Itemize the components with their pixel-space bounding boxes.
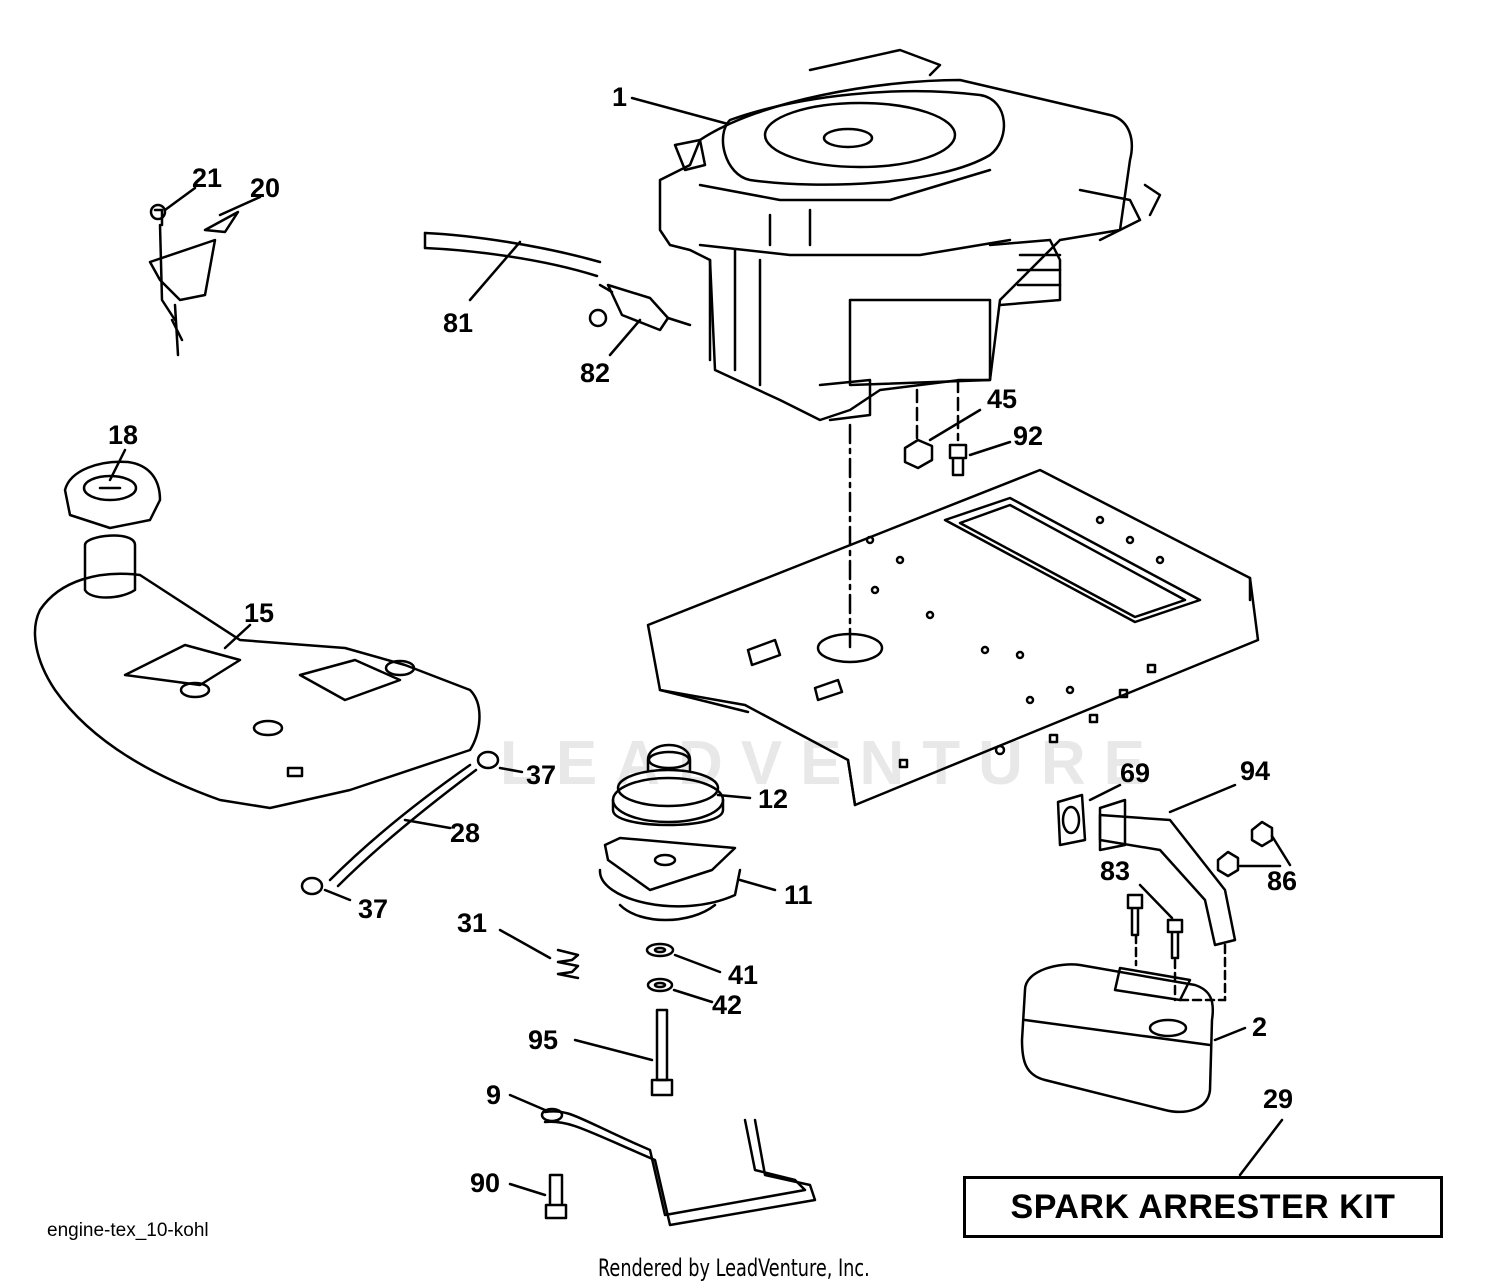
callout-31: 31 <box>457 908 488 938</box>
spring-31 <box>556 948 580 980</box>
muffler-2 <box>1020 963 1214 1114</box>
fuel-filter-82 <box>588 283 692 332</box>
callout-20: 20 <box>250 173 281 203</box>
rod-9 <box>540 1107 817 1227</box>
callout-82: 82 <box>580 358 611 388</box>
exhaust-pipe-94 <box>1098 798 1237 947</box>
nut-45 <box>903 438 934 470</box>
callout-37-lower: 37 <box>358 894 389 924</box>
callout-18: 18 <box>108 420 139 450</box>
bolt-92 <box>948 443 968 477</box>
callout-94: 94 <box>1240 756 1271 786</box>
callout-15: 15 <box>244 598 275 628</box>
callout-29: 29 <box>1263 1084 1294 1114</box>
callout-81: 81 <box>443 308 474 338</box>
bolt-83 <box>1126 893 1184 960</box>
callout-9: 9 <box>486 1080 502 1110</box>
engine-mount-plate <box>646 468 1260 807</box>
callout-2: 2 <box>1252 1012 1268 1042</box>
pulley-12 <box>611 743 725 827</box>
engine-part <box>658 48 1162 422</box>
callout-41: 41 <box>728 960 759 990</box>
diagram-id: engine-tex_10-kohl <box>47 1220 209 1241</box>
fuel-hose-81 <box>423 231 602 278</box>
callout-21: 21 <box>192 163 223 193</box>
nut-86 <box>1216 820 1274 878</box>
callout-45: 45 <box>987 384 1018 414</box>
spark-arrester-kit-box: SPARK ARRESTER KIT <box>963 1176 1443 1238</box>
gasket-69 <box>1056 793 1087 847</box>
pto-clutch-11 <box>598 836 742 922</box>
hose-clamp-37 <box>300 750 500 896</box>
callout-12: 12 <box>758 784 789 814</box>
callout-86: 86 <box>1267 866 1298 896</box>
callout-1: 1 <box>612 82 628 112</box>
callout-28: 28 <box>450 818 481 848</box>
fuel-tank-15 <box>33 534 481 810</box>
callout-83: 83 <box>1100 856 1131 886</box>
callout-42: 42 <box>712 990 743 1020</box>
bolt-95 <box>650 1008 674 1097</box>
callout-92: 92 <box>1013 421 1044 451</box>
render-credit: Rendered by LeadVenture, Inc. <box>598 1254 870 1282</box>
callout-69: 69 <box>1120 758 1151 788</box>
callout-37-upper: 37 <box>526 760 557 790</box>
callout-11: 11 <box>784 880 813 910</box>
bolt-90 <box>544 1173 568 1220</box>
washer-42 <box>646 977 674 993</box>
washer-41 <box>645 942 675 958</box>
callout-90: 90 <box>470 1168 501 1198</box>
callout-95: 95 <box>528 1025 559 1055</box>
throttle-bracket <box>148 203 240 357</box>
fuel-cap-18 <box>63 460 162 530</box>
fuel-line-28 <box>328 763 478 888</box>
spark-arrester-kit-label: SPARK ARRESTER KIT <box>1010 1187 1396 1226</box>
watermark: LEADVENTURE <box>500 729 1164 798</box>
